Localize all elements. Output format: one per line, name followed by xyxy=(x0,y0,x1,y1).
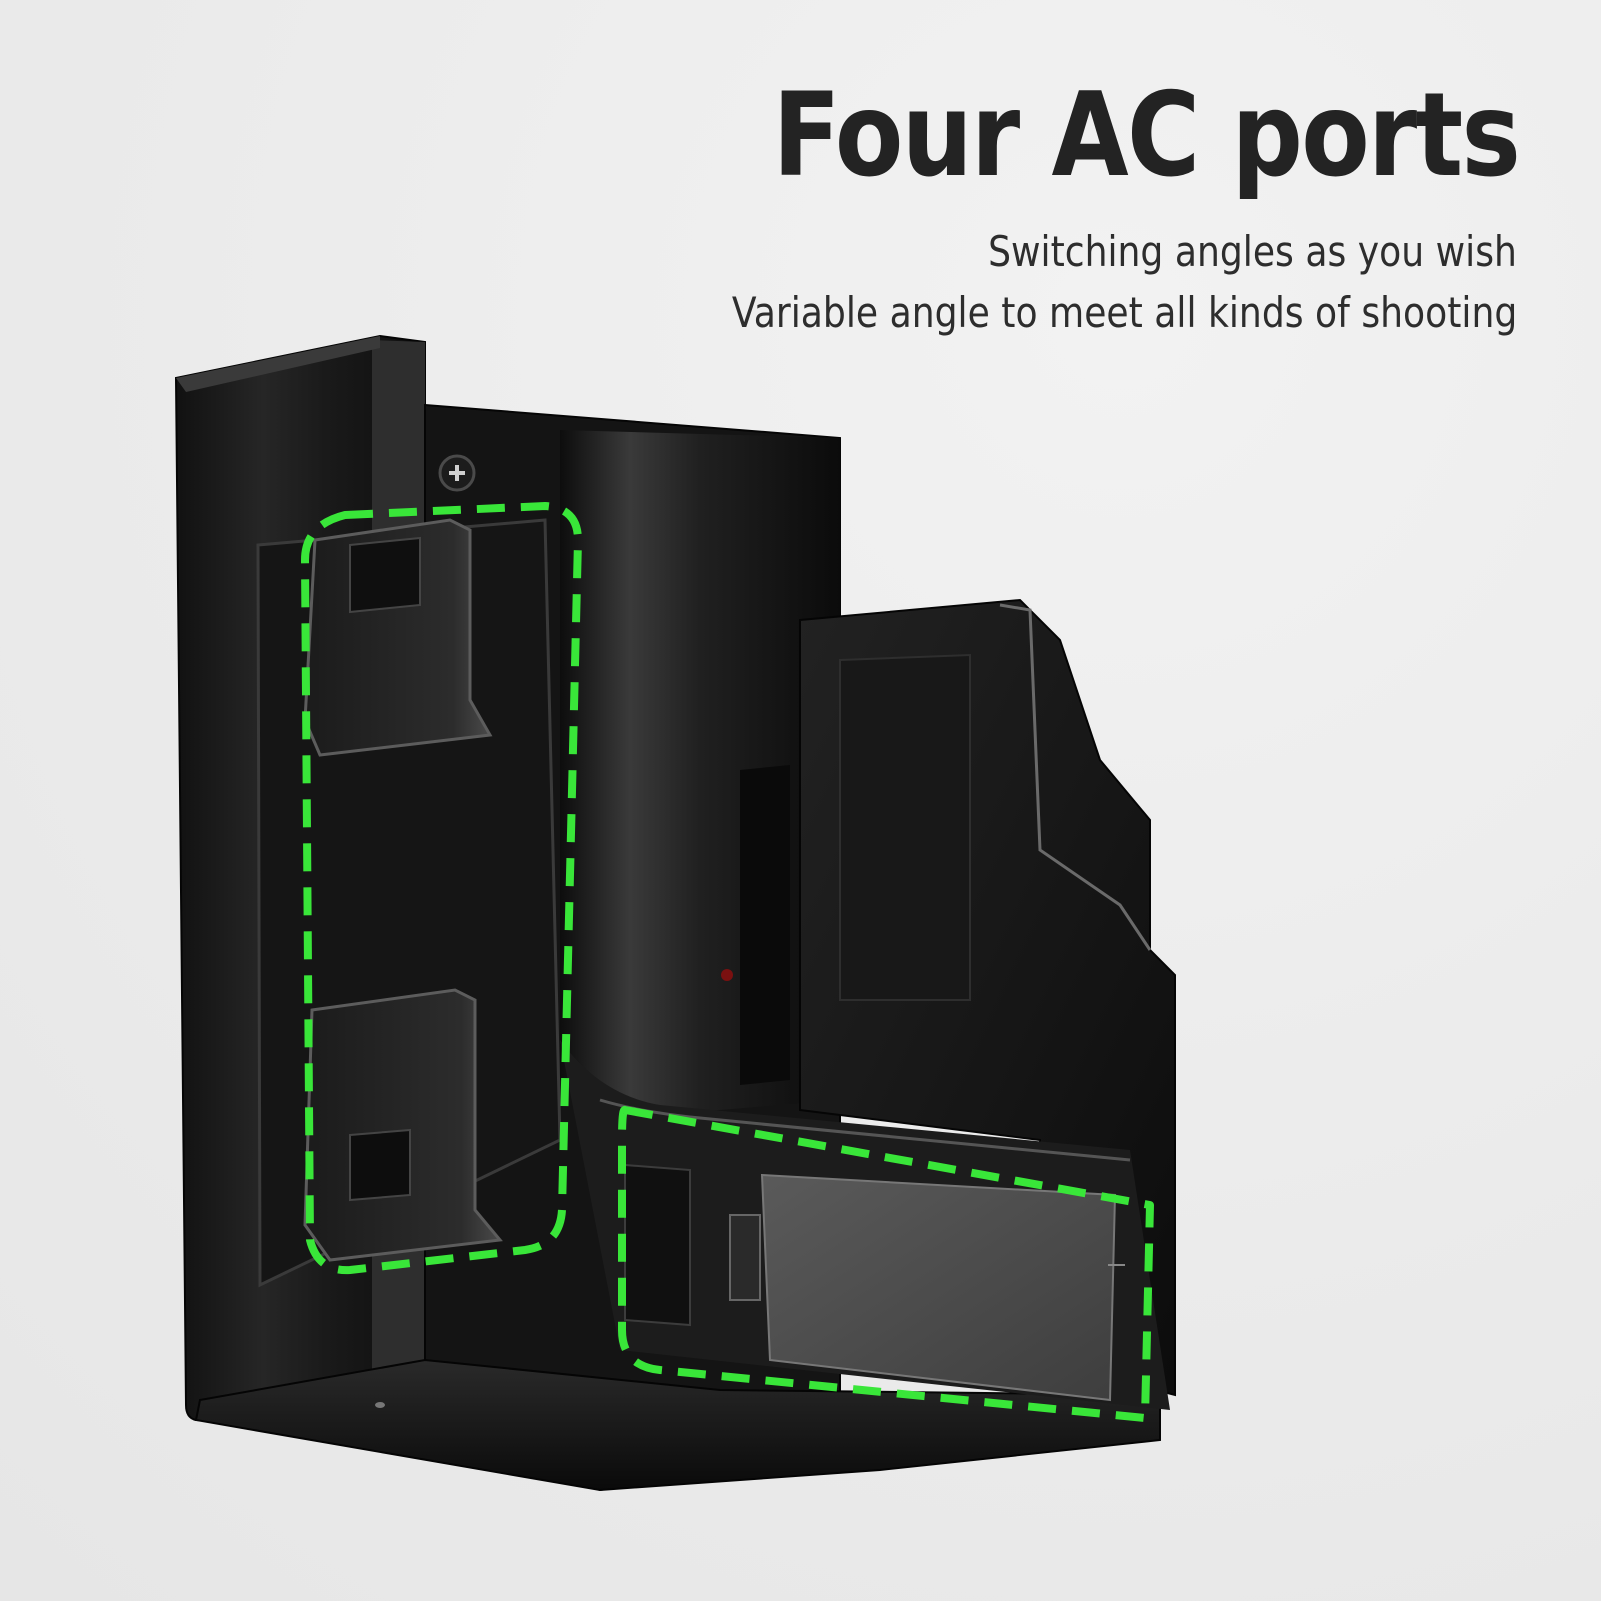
subline-shooting: Variable angle to meet all kinds of shoo… xyxy=(731,288,1517,337)
center-column xyxy=(560,430,840,1120)
lower-clip xyxy=(303,988,503,1262)
battery-door xyxy=(760,1173,1117,1402)
screw-icon xyxy=(438,454,476,492)
indicator-light xyxy=(721,969,733,981)
highlight-bottom-ports xyxy=(618,1106,1154,1422)
subline-angles: Switching angles as you wish xyxy=(988,227,1517,276)
highlight-vertical-ports xyxy=(301,502,582,1275)
headline: Four AC ports xyxy=(772,68,1520,203)
